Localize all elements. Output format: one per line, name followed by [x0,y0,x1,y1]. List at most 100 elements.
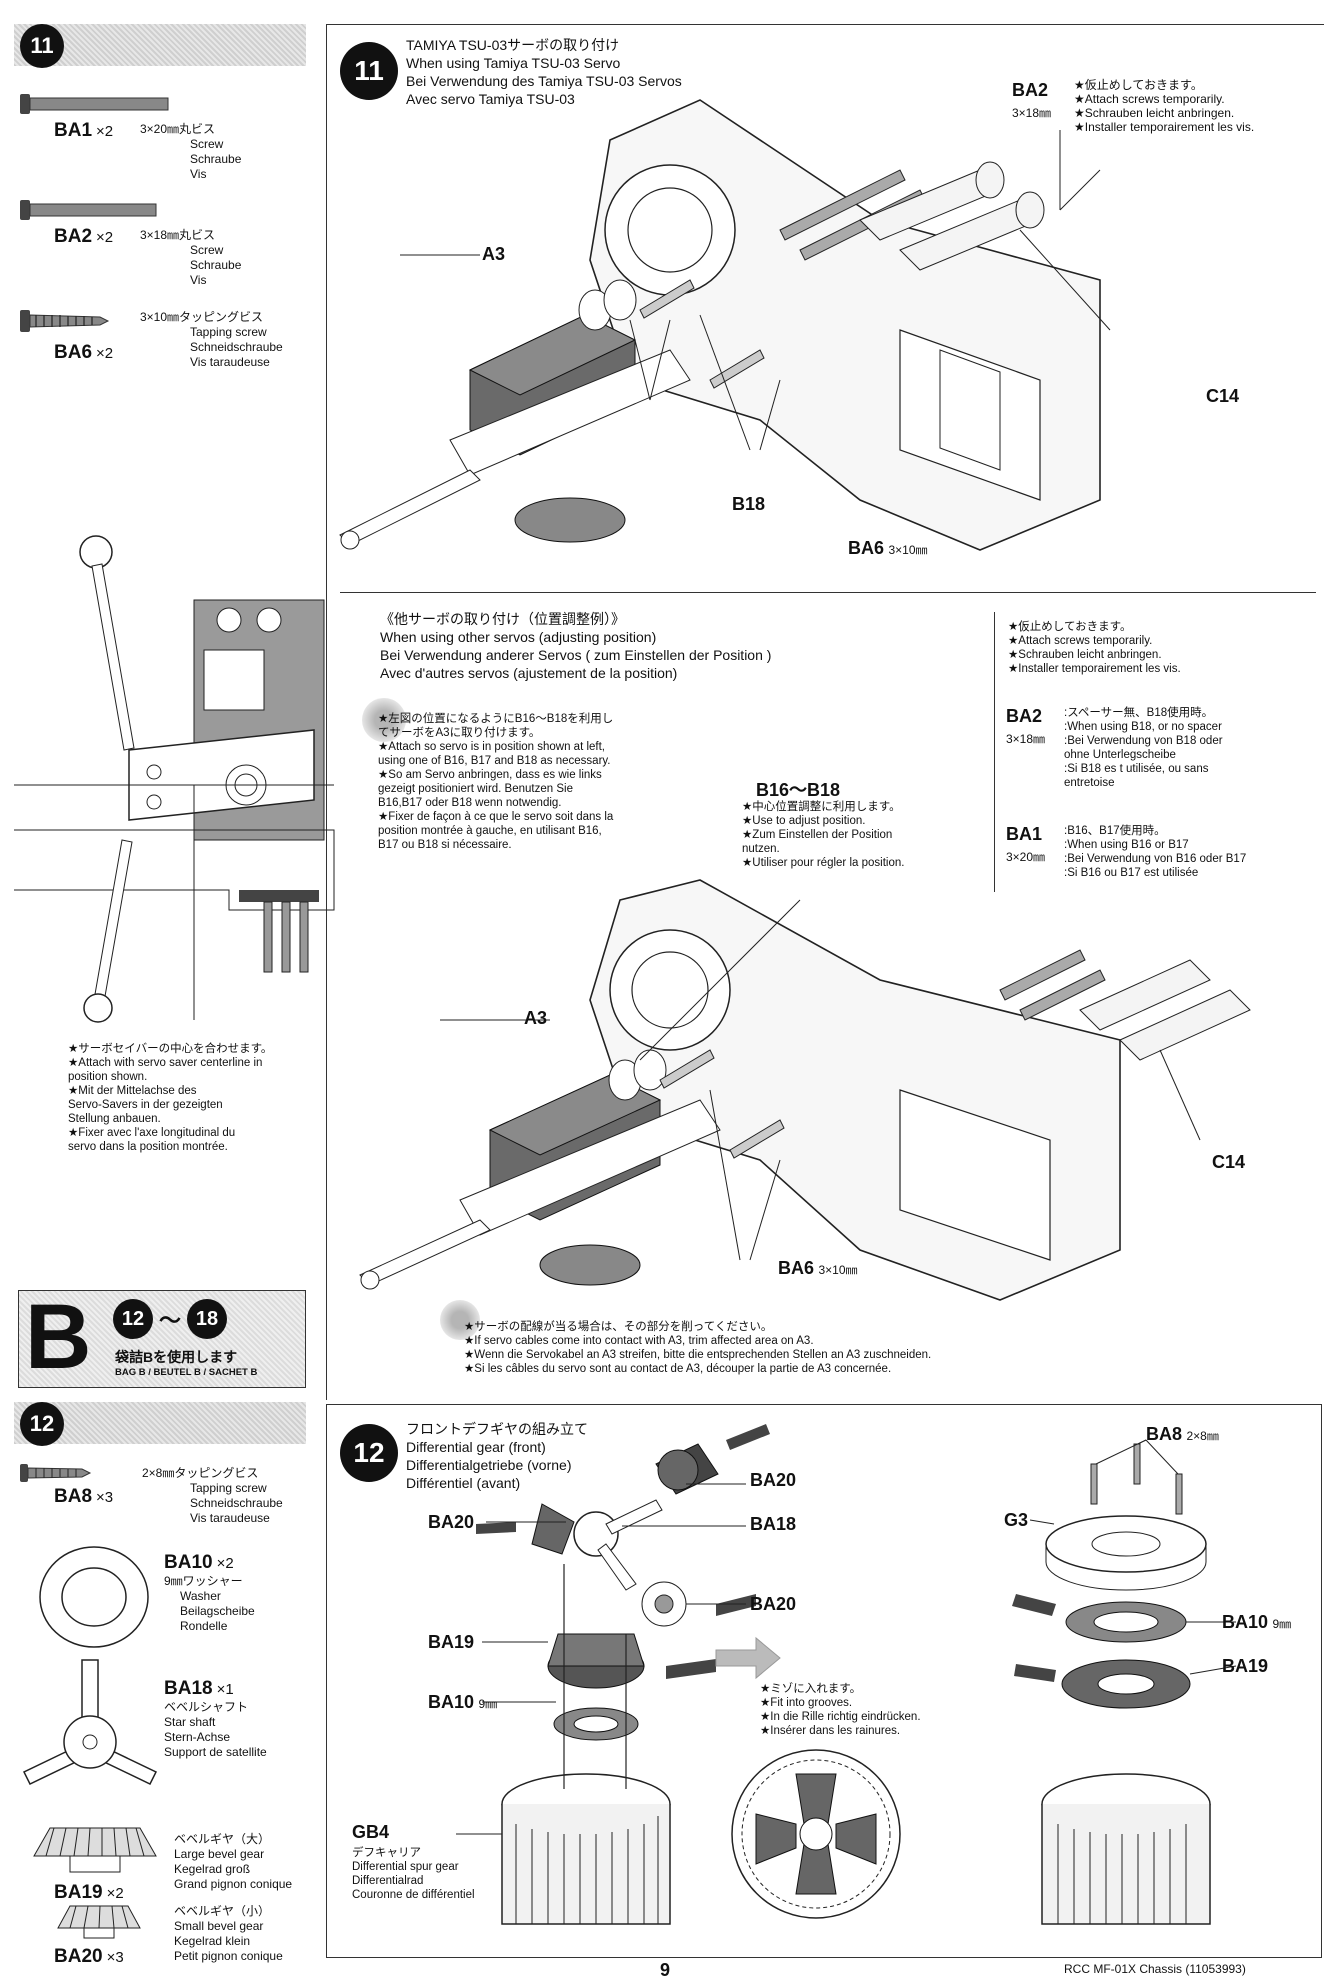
ba1-code: BA1 [54,120,93,141]
page-number: 9 [660,1960,671,1980]
other-title-en: When using other servos (adjusting posit… [380,629,657,645]
ba18-name-fr: Support de satellite [164,1745,267,1759]
ba20-code: BA20 [54,1946,103,1967]
step11-panel-number: 11 [354,55,384,86]
screw-ba1-icon [20,94,169,114]
bag-langs: BAG B / BEUTEL B / SACHET B [115,1367,258,1378]
ba10-code: BA10 [164,1552,213,1573]
star-shaft-ba18-icon [22,1659,158,1785]
groove-notes: ★ミゾに入れます。 ★Fit into grooves. ★In die Ril… [760,1683,921,1737]
other-temp-notes: ★仮止めしておきます。 ★Attach screws temporarily. … [1008,621,1181,675]
other-label-ba6: BA6 [778,1258,815,1278]
screw-ba6-icon [20,310,110,332]
washer-ba10-icon [39,1546,149,1648]
ba20-name-fr: Petit pignon conique [174,1949,283,1963]
ba10-qty: ×2 [216,1555,234,1572]
step11-panel-frame [326,24,1324,1400]
ba20-spec: ベベルギヤ（小） [174,1904,271,1918]
ba8-code: BA8 [54,1486,93,1507]
step12-number: 12 [29,1411,55,1436]
other-b16-b18-notes: ★中心位置調整に利用します。 ★Use to adjust position. … [742,801,905,869]
label-ba19-right: BA19 [1222,1656,1269,1676]
ba19-name-fr: Grand pignon conique [174,1877,293,1891]
step12-title-block: フロントデフギヤの組み立て Differential gear (front) … [406,1420,588,1492]
tamiya-ba2-code: BA2 [1012,80,1049,100]
step11-panel-badge: 11 [340,42,398,100]
step12-panel-number: 12 [353,1437,385,1468]
other-ba1-dim: 3×20㎜ [1006,850,1046,864]
label-ba10: BA10 [428,1692,475,1712]
bag-jp: 袋詰Bを使用します [115,1349,238,1365]
step12-number-badge: 12 [20,1402,64,1446]
tamiya-label-ba6: BA6 [848,538,885,558]
tamiya-label-a3: A3 [482,244,506,264]
servo-saver-drawing [14,535,335,1023]
step12-title-de: Differentialgetriebe (vorne) [406,1457,572,1473]
ba6-name-fr: Vis taraudeuse [190,355,270,369]
step12-title-jp: フロントデフギヤの組み立て [406,1421,588,1437]
other-assembly-drawing [359,879,1251,1301]
tamiya-title-jp: TAMIYA TSU-03サーボの取り付け [406,37,620,53]
screw-ba8-icon [20,1464,92,1482]
ba2-name-en: Screw [190,243,224,257]
tamiya-ba6-dim: 3×10㎜ [888,543,928,557]
cable-notes-dot [440,1300,480,1340]
other-ba2-notes: :スペーサー無、B18使用時。 :When using B18, or no s… [1064,707,1223,789]
ba2-name-fr: Vis [190,273,207,287]
ba19-code: BA19 [54,1882,103,1903]
ba19-name-de: Kegelrad groß [174,1862,251,1876]
other-label-a3: A3 [524,1008,548,1028]
ba1-spec: 3×20㎜丸ビス [140,122,216,136]
label-gb4: GB4 [352,1822,390,1842]
step12-title-en: Differential gear (front) [406,1439,546,1455]
ba2-qty: ×2 [96,229,114,246]
tamiya-assembly-drawing [339,99,1111,551]
other-title-fr: Avec d'autres servos (ajustement de la p… [380,665,678,681]
ba19-spec: ベベルギヤ（大） [174,1832,271,1846]
ba1-name-en: Screw [190,137,224,151]
ba6-spec: 3×10㎜タッピングビス [140,310,264,324]
ba18-spec: ベベルシャフト [164,1700,249,1714]
tamiya-title-de: Bei Verwendung des Tamiya TSU-03 Servos [406,73,682,89]
ba18-code: BA18 [164,1678,213,1699]
step12-exploded-drawing [456,1424,1237,1925]
ba2-name-de: Schraube [190,258,242,272]
ba10-spec: 9㎜ワッシャー [164,1574,243,1588]
ba20-name-de: Kegelrad klein [174,1934,251,1948]
ba10-name-de: Beilagscheibe [180,1604,255,1618]
ba6-qty: ×2 [96,345,114,362]
bevel-gear-large-ba19-icon [33,1827,157,1873]
label-ba19: BA19 [428,1632,475,1652]
label-ba10-right-dim: 9㎜ [1272,1617,1292,1631]
ba2-code: BA2 [54,226,93,247]
tamiya-label-c14: C14 [1206,386,1240,406]
ba2-spec: 3×18㎜丸ビス [140,228,216,242]
gb4-notes: デフキャリア Differential spur gear Differenti… [352,1847,475,1901]
other-label-c14: C14 [1212,1152,1246,1172]
other-ba6-dim: 3×10㎜ [818,1263,858,1277]
ba18-name-de: Stern-Achse [164,1730,231,1744]
ba10-name-en: Washer [180,1589,221,1603]
label-ba18: BA18 [750,1514,797,1534]
other-ba2-dim: 3×18㎜ [1006,732,1046,746]
screw-ba2-icon [20,200,157,220]
model-name: RCC MF-01X Chassis (11053993) [1064,1962,1246,1976]
ba19-qty: ×2 [106,1885,124,1902]
label-ba10-right: BA10 [1222,1612,1269,1632]
other-title-block: 《他サーボの取り付け（位置調整例）》 When using other serv… [380,610,771,682]
bag-box: B 12 〜 18 袋詰Bを使用します BAG B / BEUTEL B / S… [18,1286,306,1388]
other-ba2-code: BA2 [1006,706,1043,726]
step12-panel [326,1404,1322,1958]
cable-notes: ★サーボの配線が当る場合は、その部分を削ってください。 ★If servo ca… [464,1321,932,1375]
saver-notes: ★サーボセイバーの中心を合わせます。 ★Attach with servo sa… [68,1043,273,1153]
step11-parts-list: BA1×2 3×20㎜丸ビス Screw Schraube Vis BA2×2 … [14,80,314,380]
other-position-notes: ★左図の位置になるようにB16〜B18を利用し てサーボをA3に取り付けます。 … [378,713,614,851]
tamiya-title-block: TAMIYA TSU-03サーボの取り付け When using Tamiya … [406,36,682,108]
label-ba8-dim: 2×8㎜ [1186,1429,1219,1443]
ba1-name-fr: Vis [190,167,207,181]
ba8-name-en: Tapping screw [190,1481,267,1495]
label-ba20-top: BA20 [750,1470,797,1490]
label-g3: G3 [1004,1510,1029,1530]
ba18-name-en: Star shaft [164,1715,216,1729]
step11-divider [340,592,1316,593]
